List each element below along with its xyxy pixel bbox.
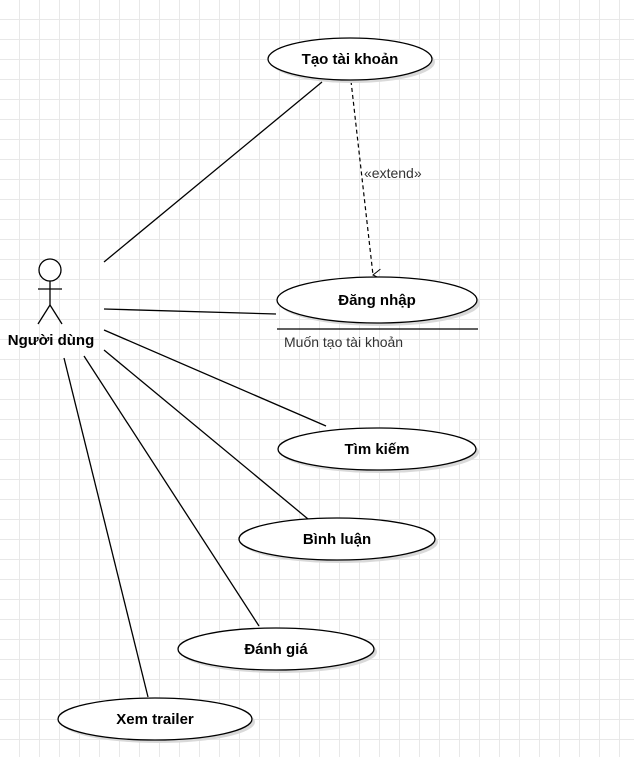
usecase-login-label: Đăng nhập <box>338 292 416 309</box>
extend-arrow[interactable] <box>350 80 382 280</box>
usecase-create-account-label: Tạo tài khoản <box>302 51 399 68</box>
usecase-watch-trailer[interactable]: Xem trailer <box>57 697 255 743</box>
extension-point-label: Muốn tạo tài khoản <box>284 334 403 350</box>
usecase-rate-ellipse <box>177 627 375 671</box>
usecase-search-ellipse <box>277 427 477 471</box>
usecase-comment[interactable]: Bình luận <box>238 517 438 563</box>
association-create-account[interactable] <box>103 81 323 263</box>
usecase-create-account-ellipse <box>267 37 433 81</box>
association-watch-trailer[interactable] <box>63 357 149 698</box>
actor-head <box>38 258 62 282</box>
usecase-rate-label: Đánh giá <box>244 641 308 658</box>
usecase-search-label: Tìm kiếm <box>344 441 409 458</box>
association-login[interactable] <box>103 308 277 315</box>
usecase-login-ellipse <box>276 276 478 324</box>
usecase-watch-trailer-label: Xem trailer <box>116 711 194 728</box>
actor-right-leg <box>49 304 63 325</box>
association-search[interactable] <box>103 329 327 427</box>
usecase-create-account[interactable]: Tạo tài khoản <box>267 37 435 83</box>
usecase-rate[interactable]: Đánh giá <box>177 627 377 673</box>
actor[interactable] <box>37 258 63 325</box>
actor-left-leg <box>37 304 51 325</box>
association-lines <box>63 81 327 698</box>
association-comment[interactable] <box>103 349 309 520</box>
usecase-search[interactable]: Tìm kiếm <box>277 427 479 473</box>
usecase-comment-label: Bình luận <box>303 531 371 548</box>
usecase-watch-trailer-ellipse <box>57 697 253 741</box>
actor-label: Người dùng <box>8 332 95 349</box>
association-rate[interactable] <box>83 355 260 627</box>
usecase-login[interactable]: Đăng nhập Muốn tạo tài khoản <box>276 276 480 350</box>
usecase-comment-ellipse <box>238 517 436 561</box>
extend-label: «extend» <box>364 165 422 181</box>
